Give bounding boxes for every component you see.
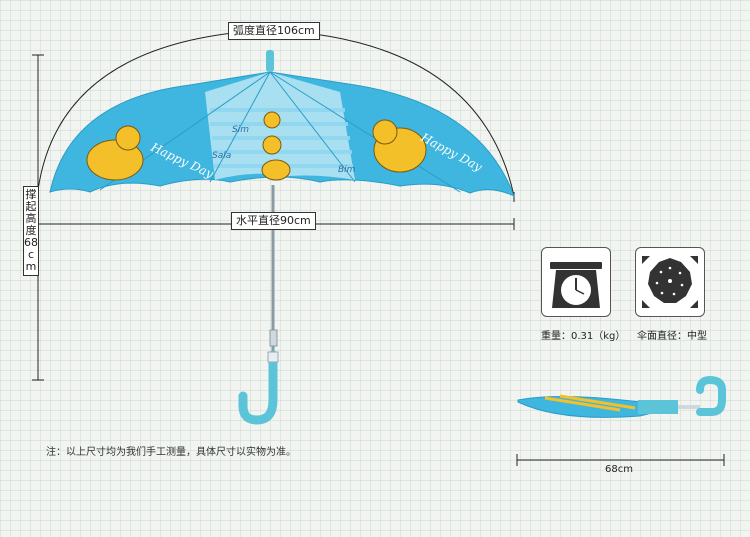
umbrella-handle (238, 350, 278, 425)
canopy-text-sim: Sim (232, 125, 249, 135)
closed-length-label: 68cm (605, 464, 633, 475)
horizontal-diameter-label: 水平直径90cm (231, 212, 316, 230)
cat-left (86, 125, 144, 181)
cat-right (372, 119, 427, 173)
scale-icon (541, 247, 611, 317)
canopy-text-sala: Sala (212, 151, 231, 161)
arc-length-label: 弧度直径106cm (228, 22, 320, 40)
open-height-label: 撑起高度68cm (23, 186, 39, 276)
runner (269, 329, 278, 347)
canopy-size-label: 伞面直径：中型 (637, 331, 707, 342)
weight-label: 重量：0.31（kg） (541, 331, 626, 342)
umbrella-canopy: Happy Day Happy Day Sim Sala Bim (49, 50, 515, 197)
cat-center-stack (261, 111, 291, 181)
umbrella-top-view-icon (635, 247, 705, 317)
canopy-text-bim: Bim (338, 165, 356, 175)
measurement-note: 注：以上尺寸均为我们手工测量，具体尺寸以实物为准。 (46, 447, 296, 458)
closed-umbrella (517, 375, 726, 418)
